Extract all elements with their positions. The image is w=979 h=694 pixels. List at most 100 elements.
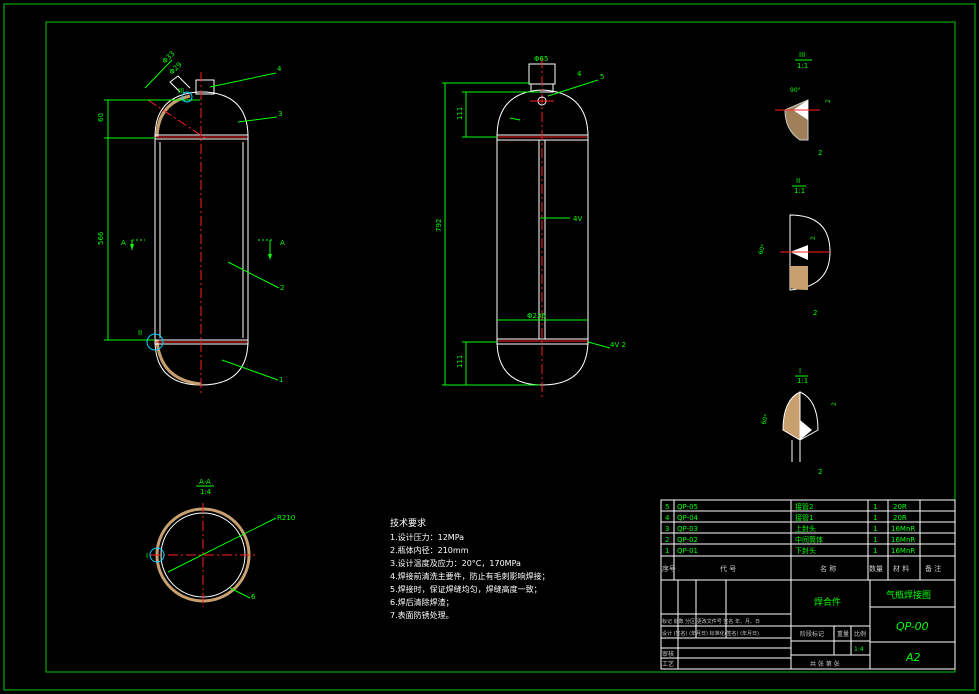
- tech-requirements-title: 技术要求: [390, 517, 426, 529]
- tech-req-item-2: 2.瓶体内径：210mm: [390, 545, 469, 555]
- detail-II-dim-b: 2: [813, 309, 817, 317]
- detail-II-angle: 60°: [757, 243, 767, 255]
- part-qty: 1: [873, 503, 877, 511]
- stage-mark-label: 阶段标记: [800, 630, 824, 638]
- tech-req-item-1: 1.设计压力：12MPa: [390, 532, 464, 542]
- dim-792-label: 792: [435, 219, 443, 232]
- detail-I-scale: 1:1: [797, 377, 808, 385]
- tech-req-item-4: 4.焊接前清洗主要件，防止有毛刺影响焊接；: [390, 571, 550, 581]
- header-code: 代 号: [720, 564, 736, 573]
- tech-req-item-6: 6.焊后清除焊渣；: [390, 597, 454, 607]
- inner-frame: [45, 21, 956, 673]
- tech-requirements: 技术要求 1.设计压力：12MPa 2.瓶体内径：210mm 3.设计温度及应力…: [390, 517, 550, 620]
- dim-phi29-label: Φ29: [168, 61, 184, 77]
- weld-assembly-label: 焊合件: [814, 596, 841, 608]
- scale-value: 1:4: [854, 646, 864, 653]
- part-material: 16MnR: [891, 525, 915, 533]
- review-label: 审核: [662, 650, 674, 658]
- part-qty: 1: [873, 536, 877, 544]
- sheet-size: A2: [905, 651, 921, 664]
- header-note: 备 注: [925, 564, 941, 573]
- dim-phi236-label: Φ236: [527, 312, 546, 320]
- detail-III-scale: 1:1: [797, 62, 808, 70]
- part-name: 中间筒体: [795, 535, 823, 544]
- part-code: QP-03: [677, 525, 698, 533]
- header-qty: 数量: [869, 564, 883, 573]
- section-aa-view: A-A 1:4 R210 6 I: [146, 478, 295, 607]
- detail-I: I 1:1 60° 2 2: [760, 367, 838, 476]
- detail-II-title: II: [796, 177, 800, 185]
- header-no: 序号: [662, 564, 676, 573]
- section-aa-scale: 1:4: [200, 488, 212, 496]
- part-no: 4: [665, 514, 670, 522]
- detail-I-title: I: [799, 367, 801, 375]
- part-label-5: 5: [600, 73, 604, 81]
- part-label-1: 1: [279, 376, 283, 384]
- process-label: 工艺: [662, 660, 674, 668]
- part-no: 3: [665, 525, 669, 533]
- part-name: 上封头: [795, 524, 816, 533]
- dim-r210-label: R210: [277, 514, 295, 522]
- outer-frame: [3, 3, 976, 691]
- tech-req-item-7: 7.表面防锈处理。: [390, 610, 454, 620]
- drawing-number: QP-00: [896, 620, 929, 633]
- parts-row-2: 2 QP-02 中间筒体 1 16MnR: [665, 535, 915, 544]
- view2-front-elevation: 792 111 111 Φ65 Φ236 5 4 4V 4V 2: [435, 55, 626, 398]
- part-qty: 1: [873, 547, 877, 555]
- revision-row-a: 标记 处数 分区 更改文件号 签名 年、月、日: [662, 618, 760, 625]
- tech-req-item-3: 3.设计温度及应力：20°C，170MPa: [390, 558, 521, 568]
- weld-symbol-top: 4: [577, 70, 582, 78]
- header-material: 材 料: [893, 564, 909, 573]
- header-name: 名 称: [820, 564, 836, 573]
- part-qty: 1: [873, 514, 877, 522]
- detail-II: II 1:1 60° 2 2: [757, 177, 831, 317]
- part-material: 20R: [893, 503, 907, 511]
- part-material: 16MnR: [891, 536, 915, 544]
- part-no: 5: [665, 503, 669, 511]
- detail-I-angle: 60°: [760, 413, 770, 425]
- section-arrow-right-label: A: [280, 239, 285, 247]
- part-qty: 1: [873, 525, 877, 533]
- weld-symbol-bottom: 4V 2: [610, 341, 626, 349]
- view1-front-elevation: 60 566 Φ33 Φ29 III II 4 3 2 1 A A: [97, 50, 285, 395]
- part-no: 1: [665, 547, 669, 555]
- drawing-title: 气瓶焊接图: [886, 589, 931, 601]
- part-code: QP-02: [677, 536, 698, 544]
- section-aa-title: A-A: [199, 478, 211, 486]
- detail-I-dim-b: 2: [818, 468, 822, 476]
- part-name: 下封头: [795, 546, 816, 555]
- detail-I-callout: I: [146, 552, 148, 560]
- weight-label: 重量: [837, 630, 849, 638]
- part-material: 20R: [893, 514, 907, 522]
- detail-III-angle: 90°: [790, 87, 801, 94]
- detail-III-dim-a: 2: [825, 99, 832, 103]
- dim-60-label: 60: [97, 113, 105, 122]
- part-label-3: 3: [278, 110, 282, 118]
- part-code: QP-01: [677, 547, 698, 555]
- parts-row-3: 3 QP-03 上封头 1 16MnR: [665, 524, 915, 533]
- parts-row-5: 5 QP-05 接管2 1 20R: [665, 502, 907, 511]
- detail-III: III 1:1 90° 2 2: [775, 51, 832, 157]
- dim-111-bottom-label: 111: [456, 355, 464, 368]
- parts-header-row: 序号 代 号 名 称 数量 材 料 备 注: [662, 564, 941, 573]
- dim-phi65-label: Φ65: [534, 55, 548, 63]
- detail-II-scale: 1:1: [794, 187, 805, 195]
- sheet-info: 共 张 第 张: [810, 660, 840, 668]
- part-material: 16MnR: [891, 547, 915, 555]
- detail-II-circle: [146, 333, 164, 351]
- tech-req-item-5: 5.焊接时，保证焊缝均匀，焊缝高度一致；: [390, 584, 542, 594]
- parts-row-1: 1 QP-01 下封头 1 16MnR: [665, 546, 915, 555]
- detail-I-dim-a: 2: [831, 402, 838, 406]
- detail-III-callout: III: [178, 87, 184, 95]
- part-label-4: 4: [277, 65, 282, 73]
- dim-111-top-label: 111: [456, 107, 464, 120]
- dim-6-label: 6: [251, 593, 256, 601]
- section-arrow-left-label: A: [121, 239, 126, 247]
- detail-I-circle: [149, 547, 165, 563]
- part-name: 接管1: [795, 513, 813, 522]
- detail-III-circle: [181, 91, 193, 103]
- detail-II-dim-a: 2: [810, 236, 817, 240]
- parts-row-4: 4 QP-04 接管1 1 20R: [665, 513, 907, 522]
- title-block: 焊合件 气瓶焊接图 QP-00 A2 标记 处数 分区 更改文件号 签名 年、月…: [660, 579, 956, 670]
